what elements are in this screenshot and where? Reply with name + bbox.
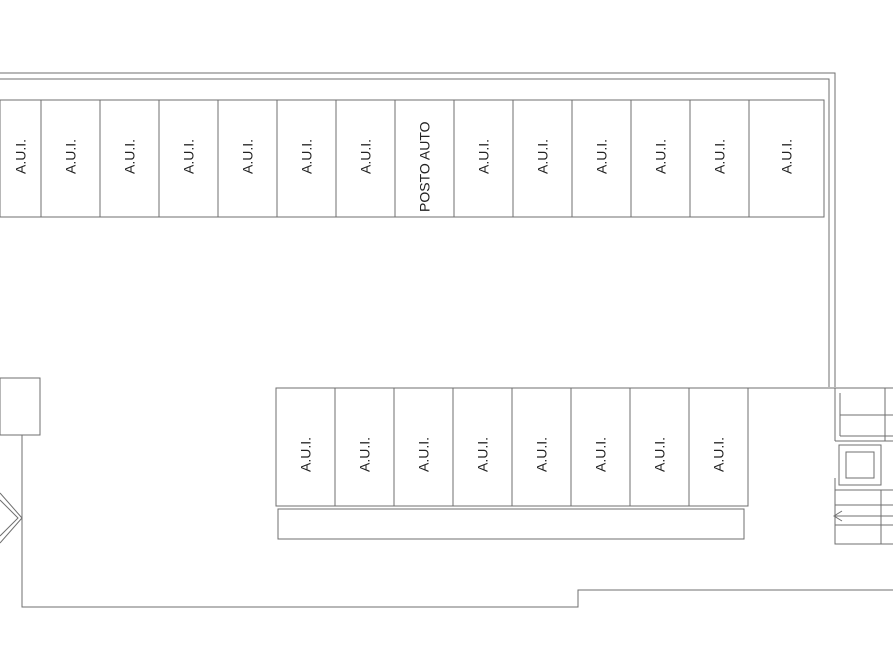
parking-space-label: A.U.I.	[476, 139, 492, 174]
parking-space-label: A.U.I.	[63, 139, 79, 174]
stair-direction-arrow	[833, 510, 893, 522]
parking-space-label: A.U.I.	[181, 139, 197, 174]
parking-space	[748, 99, 825, 218]
parking-space-label: A.U.I.	[358, 139, 374, 174]
parking-space-label: A.U.I.	[534, 437, 550, 472]
left-stair-diagonals	[0, 492, 23, 544]
parking-space-label: A.U.I.	[298, 437, 314, 472]
inner-wall-top	[0, 78, 830, 387]
parking-space-label: A.U.I.	[712, 139, 728, 174]
elevator-car	[845, 451, 875, 479]
left-stair-outline	[0, 434, 893, 608]
parking-space-label: A.U.I.	[653, 139, 669, 174]
parking-space-label: A.U.I.	[779, 139, 795, 174]
bottom-row-spaces: A.U.I. A.U.I. A.U.I. A.U.I. A.U.I. A.U.I. A.U.…	[275, 387, 749, 507]
parking-space-label: A.U.I.	[652, 437, 668, 472]
parking-space	[688, 387, 749, 507]
parking-space-label: A.U.I.	[122, 139, 138, 174]
parking-space-label: A.U.I.	[594, 139, 610, 174]
parking-space-label: A.U.I.	[299, 139, 315, 174]
parking-space-label: A.U.I.	[593, 437, 609, 472]
left-block	[0, 377, 41, 436]
parking-space-label: POSTO AUTO	[417, 121, 433, 212]
top-row-spaces: A.U.I. A.U.I. A.U.I. A.U.I. A.U.I. A.U.I. A.U.…	[0, 99, 825, 218]
parking-space-label: A.U.I.	[535, 139, 551, 174]
parking-space-label: A.U.I.	[711, 437, 727, 472]
right-lower-stair	[834, 478, 893, 545]
parking-space-label: A.U.I.	[475, 437, 491, 472]
outer-wall-top	[0, 72, 836, 387]
parking-space-label: A.U.I.	[416, 437, 432, 472]
parking-space-label: A.U.I.	[357, 437, 373, 472]
bottom-strip	[277, 508, 745, 540]
elevator-shaft	[838, 444, 882, 486]
parking-space-label: A.U.I.	[240, 139, 256, 174]
parking-space-label: A.U.I.	[13, 139, 29, 174]
